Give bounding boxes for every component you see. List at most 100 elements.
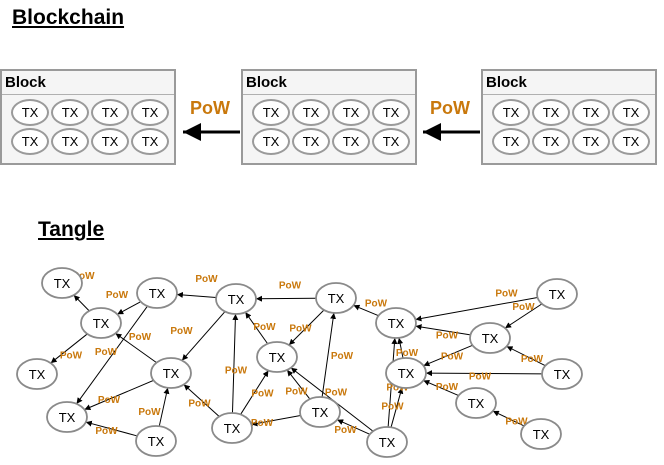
tx-node: TX bbox=[492, 128, 530, 155]
tangle-pow-label: PoW bbox=[325, 388, 348, 399]
block-label: Block bbox=[2, 71, 174, 95]
tangle-tx-node: TX bbox=[536, 278, 578, 310]
tangle-pow-label: PoW bbox=[436, 331, 459, 342]
tangle-tx-oval bbox=[46, 401, 88, 433]
tangle-pow-label: PoW bbox=[195, 274, 218, 285]
block-1: Block TX TX TX TX TX TX TX TX bbox=[0, 69, 176, 165]
tangle-tx-oval bbox=[385, 357, 427, 389]
tangle-edge bbox=[286, 369, 311, 400]
tangle-edge bbox=[423, 379, 459, 397]
block-label: Block bbox=[483, 71, 655, 95]
tangle-pow-label: PoW bbox=[289, 324, 312, 335]
tangle-tx-label: TX bbox=[482, 331, 499, 346]
tangle-pow-labels: PoW PoW PoW PoW PoW PoW PoW PoW PoW PoW PoW PoW PoW P… bbox=[60, 271, 544, 437]
tangle-tx-label: TX bbox=[228, 292, 245, 307]
tangle-edge bbox=[353, 304, 379, 317]
tangle-tx-node: TX bbox=[541, 358, 583, 390]
tangle-pow-label: PoW bbox=[60, 351, 83, 362]
tangle-pow-label: PoW bbox=[95, 347, 118, 358]
tangle-edge bbox=[115, 332, 157, 364]
tangle-pow-label: PoW bbox=[129, 332, 152, 343]
tangle-tx-label: TX bbox=[468, 396, 485, 411]
tangle-pow-label: PoW bbox=[381, 402, 404, 413]
tangle-pow-label: PoW bbox=[441, 352, 464, 363]
tangle-edge bbox=[425, 370, 543, 377]
tangle-edge bbox=[244, 311, 269, 345]
tangle-pow-label: PoW bbox=[251, 418, 274, 429]
tangle-tx-label: TX bbox=[59, 410, 76, 425]
tx-grid: TX TX TX TX TX TX TX TX bbox=[243, 95, 415, 155]
tangle-tx-node: TX bbox=[385, 357, 427, 389]
tangle-tx-node: TX bbox=[136, 277, 178, 309]
tx-node: TX bbox=[91, 99, 129, 126]
tangle-tx-node: TX bbox=[455, 387, 497, 419]
tx-node: TX bbox=[51, 99, 89, 126]
tangle-tx-label: TX bbox=[388, 316, 405, 331]
tangle-pow-label: PoW bbox=[436, 382, 459, 393]
tangle-tx-oval bbox=[211, 412, 253, 444]
tangle-tx-node: TX bbox=[46, 401, 88, 433]
tangle-tx-node: TX bbox=[135, 425, 177, 457]
tangle-tx-oval bbox=[469, 322, 511, 354]
tangle-tx-node: TX bbox=[366, 426, 408, 458]
tangle-edge bbox=[50, 333, 88, 364]
tangle-tx-oval bbox=[375, 307, 417, 339]
tangle-tx-oval bbox=[150, 357, 192, 389]
tangle-edge bbox=[390, 387, 404, 428]
tangle-edge bbox=[84, 379, 154, 411]
tangle-edge bbox=[85, 420, 138, 437]
tangle-edge bbox=[506, 345, 546, 367]
tangle-edge bbox=[231, 313, 239, 414]
tx-node: TX bbox=[332, 128, 370, 155]
tangle-tx-oval bbox=[16, 358, 58, 390]
tangle-tx-oval bbox=[536, 278, 578, 310]
tangle-pow-label: PoW bbox=[225, 366, 248, 377]
tangle-tx-node: TX bbox=[150, 357, 192, 389]
tangle-tx-oval bbox=[135, 425, 177, 457]
pow-label: PoW bbox=[190, 98, 230, 118]
tx-node: TX bbox=[612, 128, 650, 155]
tx-node: TX bbox=[11, 128, 49, 155]
tangle-tx-label: TX bbox=[398, 366, 415, 381]
tx-node: TX bbox=[252, 99, 290, 126]
tangle-tx-label: TX bbox=[149, 286, 166, 301]
tangle-edge bbox=[492, 410, 525, 427]
tangle-tx-oval bbox=[520, 418, 562, 450]
tangle-tx-label: TX bbox=[533, 427, 550, 442]
tangle-edge bbox=[251, 415, 301, 427]
tx-node: TX bbox=[292, 99, 330, 126]
tangle-tx-label: TX bbox=[328, 291, 345, 306]
tangle-pow-label: PoW bbox=[72, 271, 95, 282]
tangle-edge bbox=[397, 337, 404, 359]
tangle-tx-node: TX bbox=[375, 307, 417, 339]
tangle-edge bbox=[117, 301, 141, 315]
tangle-pow-label: PoW bbox=[365, 299, 388, 310]
tangle-pow-label: PoW bbox=[253, 322, 276, 333]
tx-node: TX bbox=[332, 99, 370, 126]
tangle-tx-oval bbox=[136, 277, 178, 309]
tangle-tx-node: TX bbox=[315, 282, 357, 314]
tangle-tx-label: TX bbox=[29, 367, 46, 382]
tangle-tx-node: TX bbox=[520, 418, 562, 450]
tangle-edge bbox=[423, 344, 473, 367]
tangle-tx-oval bbox=[455, 387, 497, 419]
tangle-pow-label: PoW bbox=[98, 395, 121, 406]
tx-node: TX bbox=[292, 128, 330, 155]
tangle-pow-label: PoW bbox=[495, 289, 518, 300]
tangle-edge bbox=[240, 370, 269, 415]
tangle-pow-label: PoW bbox=[285, 387, 308, 398]
tangle-tx-label: TX bbox=[312, 405, 329, 420]
block-2: Block TX TX TX TX TX TX TX TX bbox=[241, 69, 417, 165]
tx-node: TX bbox=[252, 128, 290, 155]
tangle-tx-oval bbox=[541, 358, 583, 390]
block-3: Block TX TX TX TX TX TX TX TX bbox=[481, 69, 657, 165]
tangle-tx-label: TX bbox=[554, 367, 571, 382]
tangle-pow-label: PoW bbox=[170, 326, 193, 337]
tx-node: TX bbox=[572, 128, 610, 155]
tangle-edge bbox=[321, 312, 337, 398]
tangle-pow-label: PoW bbox=[334, 425, 357, 436]
tangle-tx-label: TX bbox=[379, 435, 396, 450]
tangle-pow-label: PoW bbox=[331, 351, 354, 362]
tangle-tx-node: TX bbox=[256, 341, 298, 373]
